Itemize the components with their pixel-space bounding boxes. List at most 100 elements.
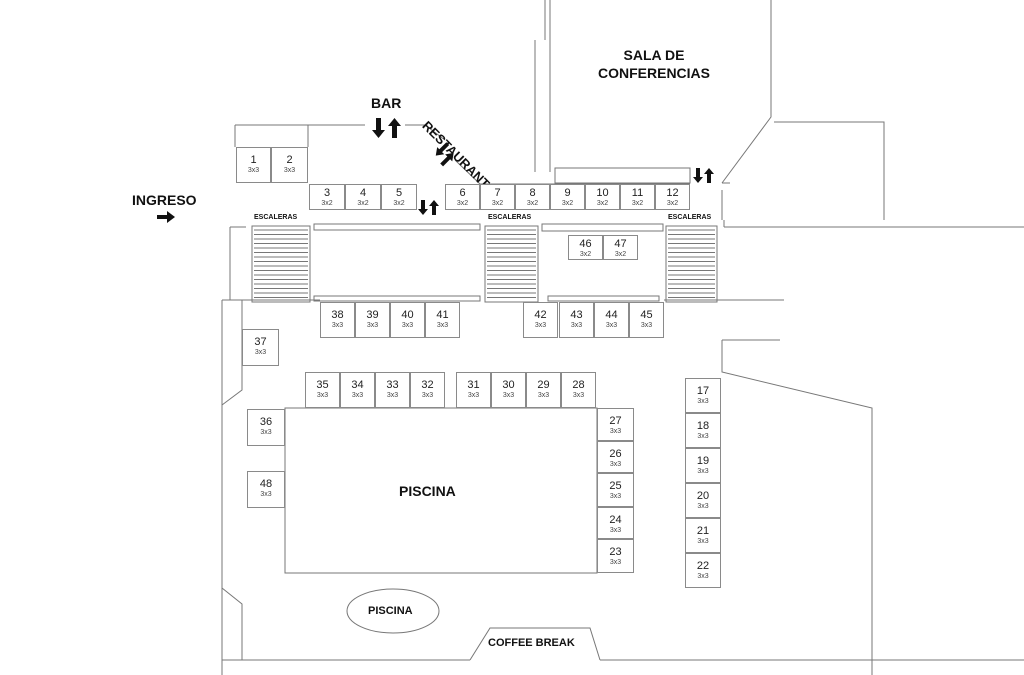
arrow-right-icon	[157, 211, 175, 223]
booth-size: 3x2	[614, 251, 627, 258]
booth-size: 3x3	[247, 167, 260, 174]
booth-number: 8	[529, 187, 536, 199]
booth-size: 3x3	[697, 433, 709, 440]
arrow-diagonal-icon	[435, 142, 450, 156]
booth-size: 3x2	[631, 200, 644, 207]
booth-size: 3x2	[456, 200, 469, 207]
booth-size: 3x3	[570, 322, 583, 329]
booth-size: 3x3	[436, 322, 449, 329]
booth-size: 3x3	[609, 461, 622, 468]
booth-number: 36	[259, 416, 273, 428]
booth-number: 43	[570, 309, 583, 321]
booth-number: 25	[609, 480, 622, 492]
stairs-label: ESCALERAS	[668, 214, 712, 221]
booth-number: 30	[502, 379, 515, 391]
stairs-label: ESCALERAS	[254, 214, 298, 221]
booth-number: 23	[609, 546, 622, 558]
booth-size: 3x3	[260, 491, 272, 498]
booth-size: 3x3	[401, 322, 414, 329]
arrow-down-icon	[418, 200, 428, 215]
booth-number: 34	[351, 379, 364, 391]
booth-number: 26	[609, 448, 622, 460]
booth-size: 3x2	[321, 200, 333, 207]
arrow-diagonal-icon	[440, 152, 454, 167]
booth-number: 40	[401, 309, 414, 321]
small-pool-outline	[346, 588, 440, 634]
booth-number: 31	[467, 379, 480, 391]
booth-size: 3x3	[605, 322, 618, 329]
booth-number: 7	[494, 187, 501, 199]
booth-number: 39	[366, 309, 379, 321]
booth-number: 42	[534, 309, 547, 321]
booth-number: 20	[696, 490, 710, 502]
entrance-label: INGRESO	[132, 192, 197, 208]
booth-size: 3x3	[697, 503, 709, 510]
booth-number: 21	[696, 525, 710, 537]
booth-size: 3x2	[357, 200, 369, 207]
booth-size: 3x3	[697, 538, 709, 545]
booth-size: 3x2	[491, 200, 504, 207]
booth-size: 3x3	[609, 559, 622, 566]
booth-number: 3	[323, 187, 331, 199]
booth-size: 3x3	[697, 398, 709, 405]
booth-number: 33	[386, 379, 399, 391]
booth-size: 3x3	[283, 167, 296, 174]
conference-room-label: SALA DE CONFERENCIAS	[598, 47, 711, 81]
booth-number: 24	[609, 514, 622, 526]
pool-label: PISCINA	[399, 483, 456, 499]
booth-size: 3x3	[537, 392, 550, 399]
booth-number: 6	[459, 187, 466, 199]
arrow-up-icon	[388, 118, 401, 138]
booth-number: 5	[395, 187, 403, 199]
bar-label: BAR	[371, 95, 402, 111]
stairs	[665, 225, 718, 303]
booth-number: 9	[564, 187, 571, 199]
booth-size: 3x3	[421, 392, 434, 399]
